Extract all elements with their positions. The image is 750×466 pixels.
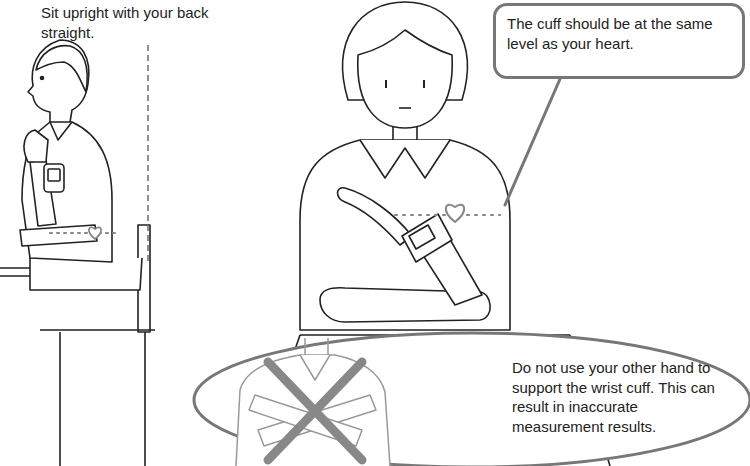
- eyes: [386, 80, 424, 88]
- heart-symbol: [446, 205, 464, 222]
- torso: [236, 355, 390, 466]
- hand: [338, 188, 413, 245]
- arm: [249, 395, 362, 446]
- wrong-posture: [236, 338, 390, 466]
- cuff-screen: [48, 169, 60, 181]
- ellipse-shape: [194, 333, 750, 466]
- instruction-note: Sit upright with your back straight.: [41, 3, 211, 42]
- head: [28, 40, 89, 122]
- arm: [258, 395, 376, 446]
- collar: [360, 140, 450, 178]
- node-text: Do not use your other hand to support th…: [512, 358, 730, 436]
- wrist-cuff: [402, 214, 452, 262]
- cross-mark: [268, 362, 362, 460]
- collar: [50, 122, 72, 140]
- wrist-cuff: [44, 164, 64, 192]
- mouth: [399, 107, 411, 109]
- forearm-horizontal: [20, 225, 97, 246]
- neck: [305, 338, 328, 356]
- posture-line: [147, 45, 149, 262]
- cuff-screen: [409, 225, 435, 249]
- seated-person: [0, 40, 155, 466]
- heart-symbol: [89, 227, 101, 239]
- level-line: [50, 232, 120, 234]
- ellipse-outline: [192, 331, 750, 466]
- body: [300, 140, 510, 330]
- callout-tail: [505, 79, 560, 205]
- node-text: The cuff should be at the same level as …: [507, 14, 739, 53]
- eye: [41, 77, 44, 80]
- hair: [36, 46, 87, 92]
- hand: [24, 130, 48, 162]
- collar: [300, 355, 330, 380]
- face: [358, 30, 452, 128]
- callout-box: The cuff should be at the same level as …: [493, 3, 745, 79]
- warning-ellipse: Do not use your other hand to support th…: [192, 331, 750, 466]
